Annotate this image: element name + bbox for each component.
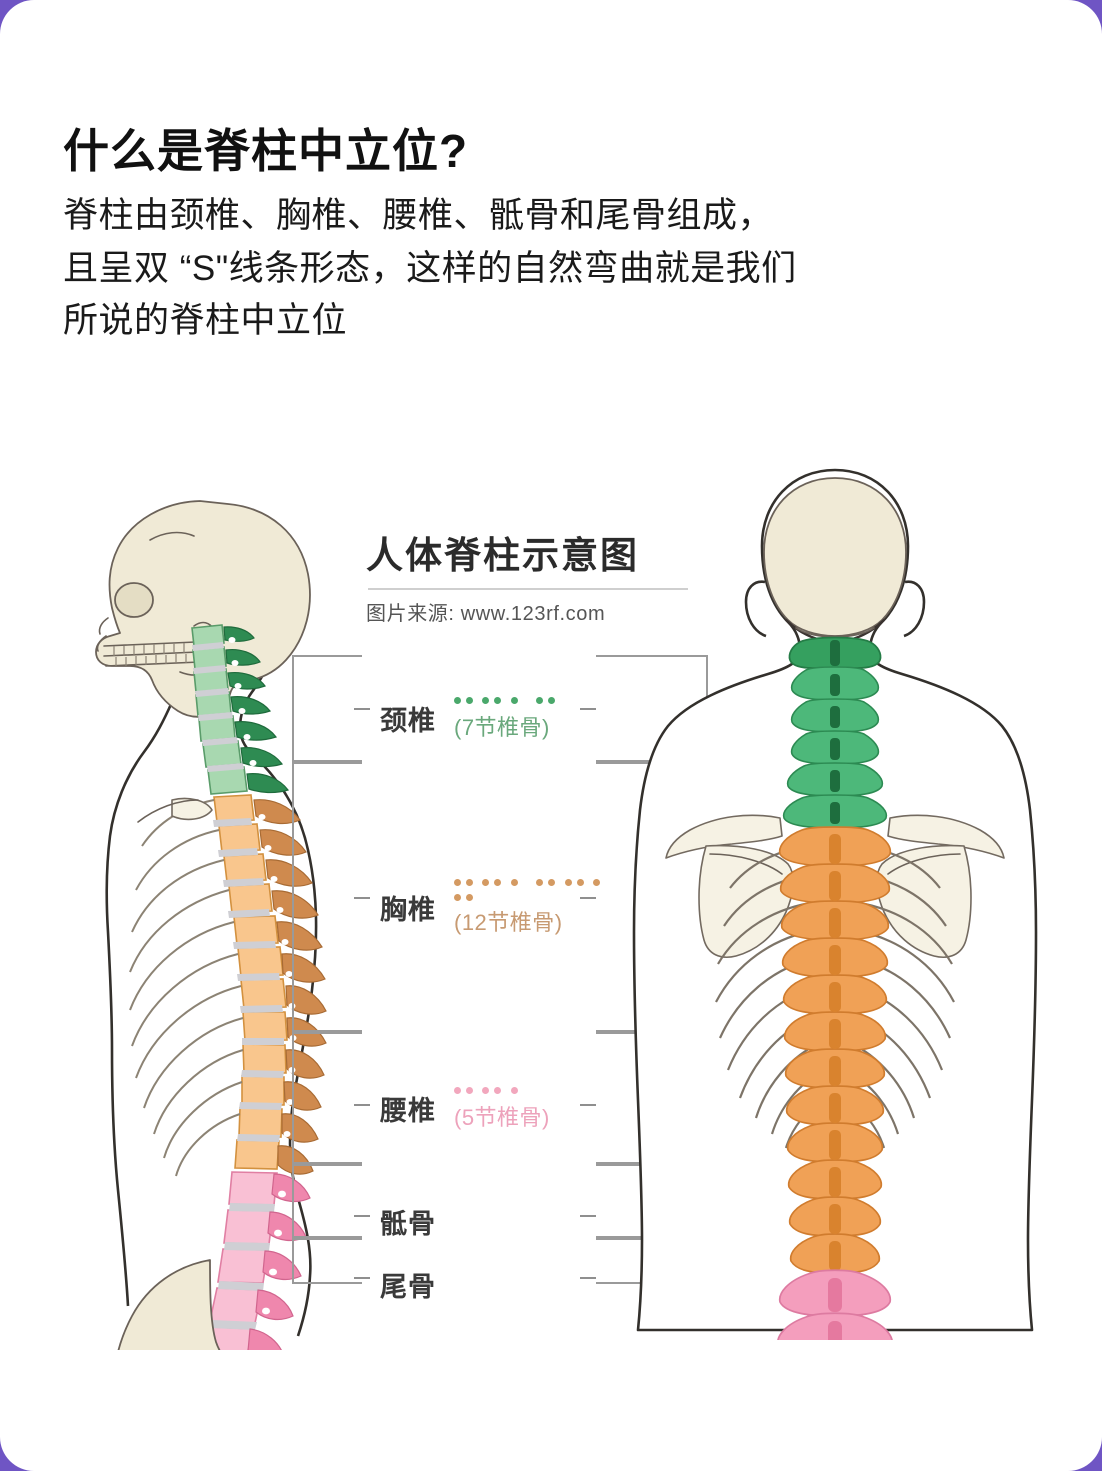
label-lumbar: 腰椎 (5节椎骨) (380, 1085, 550, 1132)
bracket-lumbar-left (292, 1032, 362, 1164)
cervical-vertebrae-back (782, 636, 888, 829)
label-thoracic-name: 胸椎 (380, 894, 436, 925)
tick-lumbar-right (580, 1104, 596, 1106)
rib-cage-side (129, 799, 244, 1177)
paragraph-line-3: 所说的脊柱中立位 (63, 301, 348, 341)
thoracic-vertebrae-side (213, 794, 327, 1175)
label-cervical-count: (7节椎骨) (454, 715, 550, 740)
tick-sacrum-right (580, 1215, 596, 1217)
bracket-cervical-left (292, 655, 362, 762)
tick-coccyx-left (354, 1277, 370, 1279)
tick-sacrum-left (354, 1215, 370, 1217)
label-coccyx: 尾骨 (380, 1272, 436, 1302)
label-lumbar-count: (5节椎骨) (454, 1105, 550, 1130)
paragraph-line-2: 且呈双 “S"线条形态，这样的自然弯曲就是我们 (63, 248, 797, 288)
tick-thoracic-left (354, 897, 370, 899)
label-lumbar-name: 腰椎 (380, 1096, 436, 1126)
pelvis-side (117, 1259, 221, 1350)
label-sacrum: 骶骨 (380, 1209, 436, 1239)
lumbar-vertebrae-side (202, 1171, 311, 1350)
diagram-divider (368, 588, 688, 590)
tick-cervical-right (580, 708, 596, 710)
label-thoracic: 胸椎 (12节椎骨) (380, 877, 624, 937)
cervical-vertebrae-side (191, 624, 289, 795)
text-block: 什么是脊柱中立位? 脊柱由颈椎、胸椎、腰椎、骶骨和尾骨组成， 且呈双 “S"线条… (63, 124, 1043, 348)
side-view-figure (95, 500, 327, 1350)
tick-cervical-left (354, 708, 370, 710)
diagram-heading: 人体脊柱示意图 图片来源: www.123rf.com (366, 525, 696, 626)
dots-lumbar (454, 1085, 550, 1097)
tick-coccyx-right (580, 1277, 596, 1279)
spine-diagram: 人体脊柱示意图 图片来源: www.123rf.com (0, 440, 1102, 1390)
dots-thoracic (454, 877, 624, 901)
diagram-title: 人体脊柱示意图 (366, 535, 639, 576)
back-view-figure (632, 468, 1038, 1340)
label-thoracic-count: (12节椎骨) (454, 910, 563, 936)
label-cervical-name: 颈椎 (380, 706, 436, 736)
bracket-sacrum-left (292, 1164, 362, 1238)
page-title: 什么是脊柱中立位? (63, 125, 469, 177)
thoracic-vertebrae-back (778, 826, 892, 1274)
dots-cervical (454, 695, 560, 707)
tick-lumbar-left (354, 1104, 370, 1106)
bracket-coccyx-left (292, 1238, 362, 1284)
bracket-thoracic-left (292, 762, 362, 1032)
label-cervical: 颈椎 (7节椎骨) (380, 695, 560, 742)
paragraph-line-1: 脊柱由颈椎、胸椎、腰椎、骶骨和尾骨组成， (63, 196, 774, 236)
tick-thoracic-right (580, 897, 596, 899)
diagram-source: 图片来源: www.123rf.com (366, 603, 606, 625)
lumbar-vertebrae-back (777, 1269, 893, 1340)
